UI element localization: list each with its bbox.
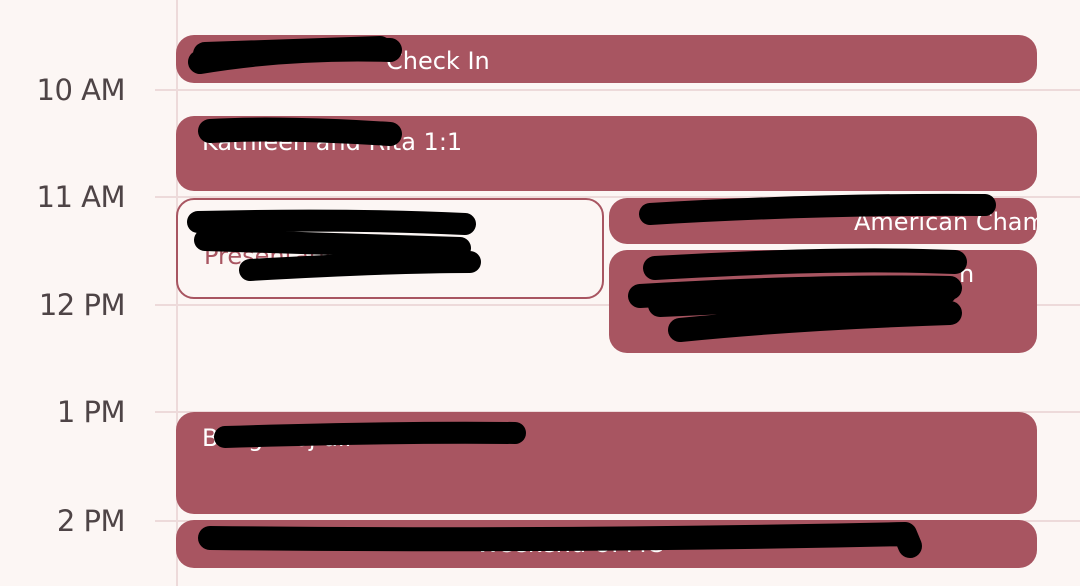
event-title: Check In <box>386 47 490 75</box>
event-redacted-1[interactable]: n <box>609 250 1037 353</box>
event-check-in[interactable]: Check In <box>176 35 1037 83</box>
time-column-divider <box>176 0 178 586</box>
event-project-call[interactable]: B ing Proj all <box>176 412 1037 514</box>
event-title: Kathleen and Rita 1:1 <box>202 128 463 156</box>
gridline-11am <box>155 196 1080 198</box>
event-one-on-one[interactable]: Kathleen and Rita 1:1 <box>176 116 1037 191</box>
time-label-10am: 10 AM <box>36 73 126 107</box>
event-title: Weekend UPMC <box>476 530 664 558</box>
time-label-1pm: 1 PM <box>56 395 126 429</box>
time-label-12pm: 12 PM <box>38 288 126 322</box>
time-label-11am: 11 AM <box>36 180 126 214</box>
time-label-2pm: 2 PM <box>56 504 126 538</box>
event-weekend[interactable]: Weekend UPMC <box>176 520 1037 568</box>
event-presentation[interactable]: Presentation <box>176 198 604 299</box>
event-title: B ing Proj all <box>202 424 352 452</box>
event-chamber[interactable]: American Chamber/Ca <box>609 198 1037 244</box>
gridline-10am <box>155 89 1080 91</box>
event-title: Presentation <box>204 242 355 270</box>
event-title: n <box>959 260 975 288</box>
event-title: American Chamber/Ca <box>854 208 1037 236</box>
